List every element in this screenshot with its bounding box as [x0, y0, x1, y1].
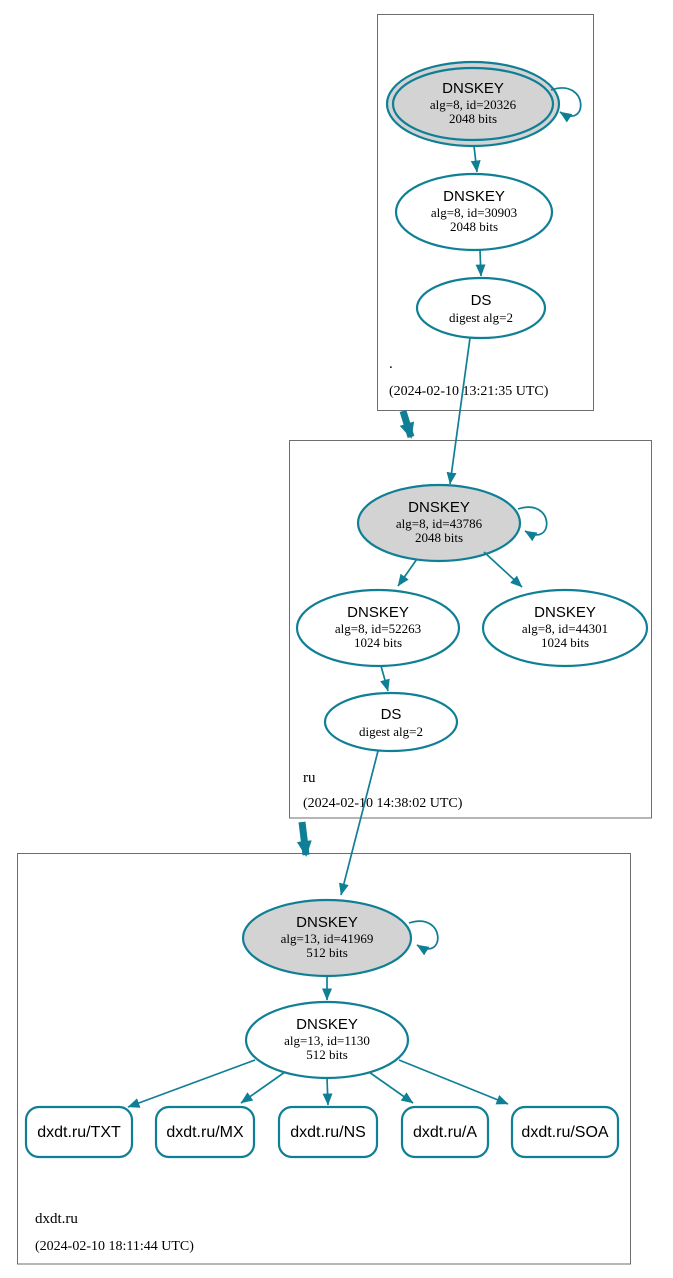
rrset-dxdt-txt[interactable]: dxdt.ru/TXT [24, 1105, 134, 1159]
rrset-dxdt-mx[interactable]: dxdt.ru/MX [154, 1105, 256, 1159]
node-root-ds-title: DS [471, 292, 492, 309]
node-ru-dnskey-44301-bits: 1024 bits [541, 635, 589, 650]
rrset-dxdt-a[interactable]: dxdt.ru/A [400, 1105, 490, 1159]
edge-zone-root-to-ru [399, 409, 415, 439]
edge-ru-ksk-self-sign [517, 506, 548, 542]
node-root-ksk-outer-ring [385, 60, 561, 148]
node-root-ksk-title: DNSKEY [442, 80, 504, 97]
edge-ru-zsk-to-ds [380, 665, 390, 692]
node-ru-dnskey-44301-title: DNSKEY [534, 604, 596, 621]
edge-dxdt-zsk-to-a [368, 1071, 414, 1104]
node-root-ds-shape [415, 276, 547, 340]
node-root-zsk-detail: alg=8, id=30903 [431, 205, 517, 220]
node-root-ksk-detail: alg=8, id=20326 [430, 97, 517, 112]
edge-dxdt-ksk-self-sign [408, 920, 439, 956]
node-ru-ds-detail: digest alg=2 [359, 724, 423, 739]
node-root-zsk-bits: 2048 bits [450, 219, 498, 234]
zone-dxdt-timestamp: (2024-02-10 18:11:44 UTC) [35, 1239, 194, 1254]
edge-root-ksk-self-sign [550, 87, 582, 123]
node-root-ds-detail: digest alg=2 [449, 310, 513, 325]
rrset-dxdt-ns-label: dxdt.ru/NS [290, 1124, 366, 1141]
node-ru-ksk[interactable]: DNSKEY alg=8, id=43786 2048 bits [356, 483, 522, 563]
node-root-ksk[interactable]: DNSKEY alg=8, id=20326 2048 bits [385, 60, 561, 148]
node-ru-ds-shape [323, 691, 459, 753]
node-ru-ksk-detail: alg=8, id=43786 [396, 516, 483, 531]
node-dxdt-ksk-title: DNSKEY [296, 914, 358, 931]
edge-dxdt-zsk-to-txt [127, 1059, 256, 1108]
node-ru-ksk-shape [356, 483, 522, 563]
zone-ru-timestamp: (2024-02-10 14:38:02 UTC) [303, 796, 463, 811]
zone-root-timestamp: (2024-02-10 13:21:35 UTC) [389, 384, 549, 399]
node-root-zsk[interactable]: DNSKEY alg=8, id=30903 2048 bits [394, 172, 554, 252]
edge-root-ksk-to-zsk [470, 145, 481, 173]
zone-root-label: . [389, 356, 393, 372]
rrset-dxdt-ns[interactable]: dxdt.ru/NS [277, 1105, 379, 1159]
rrset-dxdt-a-label: dxdt.ru/A [413, 1124, 477, 1141]
edge-root-zsk-to-ds [475, 249, 486, 277]
edge-dxdt-zsk-to-mx [240, 1071, 286, 1104]
edge-zone-ru-to-dxdt [296, 821, 312, 857]
zone-dxdt-label: dxdt.ru [35, 1211, 78, 1227]
rrset-dxdt-ns-box [277, 1105, 379, 1159]
node-dxdt-zsk-bits: 512 bits [306, 1047, 348, 1062]
node-ru-dnskey-44301-shape [481, 588, 649, 668]
node-dxdt-ksk-detail: alg=13, id=41969 [281, 931, 374, 946]
rrset-dxdt-txt-box [24, 1105, 134, 1159]
edge-dxdt-zsk-to-soa [398, 1059, 509, 1105]
node-ru-dnskey-44301-detail: alg=8, id=44301 [522, 621, 608, 636]
zone-root-box [377, 14, 594, 411]
node-root-zsk-shape [394, 172, 554, 252]
zone-ru-label: ru [303, 770, 316, 786]
node-dxdt-ksk-bits: 512 bits [306, 945, 348, 960]
zone-ru-box [289, 440, 652, 819]
node-ru-ksk-title: DNSKEY [408, 499, 470, 516]
rrset-dxdt-soa[interactable]: dxdt.ru/SOA [510, 1105, 620, 1159]
node-dxdt-zsk-detail: alg=13, id=1130 [284, 1033, 370, 1048]
node-ru-ds[interactable]: DS digest alg=2 [323, 691, 459, 753]
node-ru-zsk-shape [295, 588, 461, 668]
rrset-dxdt-soa-label: dxdt.ru/SOA [521, 1124, 608, 1141]
node-ru-zsk-bits: 1024 bits [354, 635, 402, 650]
edge-ru-ds-to-dxdt-ksk [339, 750, 379, 896]
rrset-dxdt-mx-box [154, 1105, 256, 1159]
node-root-ksk-inner-ring [391, 66, 555, 142]
rrset-dxdt-mx-label: dxdt.ru/MX [166, 1124, 244, 1141]
node-ru-dnskey-44301[interactable]: DNSKEY alg=8, id=44301 1024 bits [481, 588, 649, 668]
node-ru-zsk[interactable]: DNSKEY alg=8, id=52263 1024 bits [295, 588, 461, 668]
edge-root-ds-to-ru-ksk [446, 337, 471, 485]
node-ru-ksk-bits: 2048 bits [415, 530, 463, 545]
node-ru-ds-title: DS [381, 706, 402, 723]
node-root-ds[interactable]: DS digest alg=2 [415, 276, 547, 340]
rrset-dxdt-a-box [400, 1105, 490, 1159]
zone-dxdt-box [17, 853, 631, 1265]
node-ru-zsk-detail: alg=8, id=52263 [335, 621, 421, 636]
edge-ru-ksk-to-dnskey-44301 [483, 551, 523, 588]
node-dxdt-zsk[interactable]: DNSKEY alg=13, id=1130 512 bits [244, 1000, 410, 1080]
node-root-ksk-bits: 2048 bits [449, 111, 497, 126]
edge-ru-ksk-to-zsk [397, 558, 418, 587]
node-dxdt-zsk-title: DNSKEY [296, 1016, 358, 1033]
rrset-dxdt-soa-box [510, 1105, 620, 1159]
node-root-zsk-title: DNSKEY [443, 188, 505, 205]
node-ru-zsk-title: DNSKEY [347, 604, 409, 621]
rrset-dxdt-txt-label: dxdt.ru/TXT [37, 1124, 121, 1141]
edge-dxdt-zsk-to-ns [322, 1077, 333, 1106]
node-dxdt-ksk[interactable]: DNSKEY alg=13, id=41969 512 bits [241, 898, 413, 978]
